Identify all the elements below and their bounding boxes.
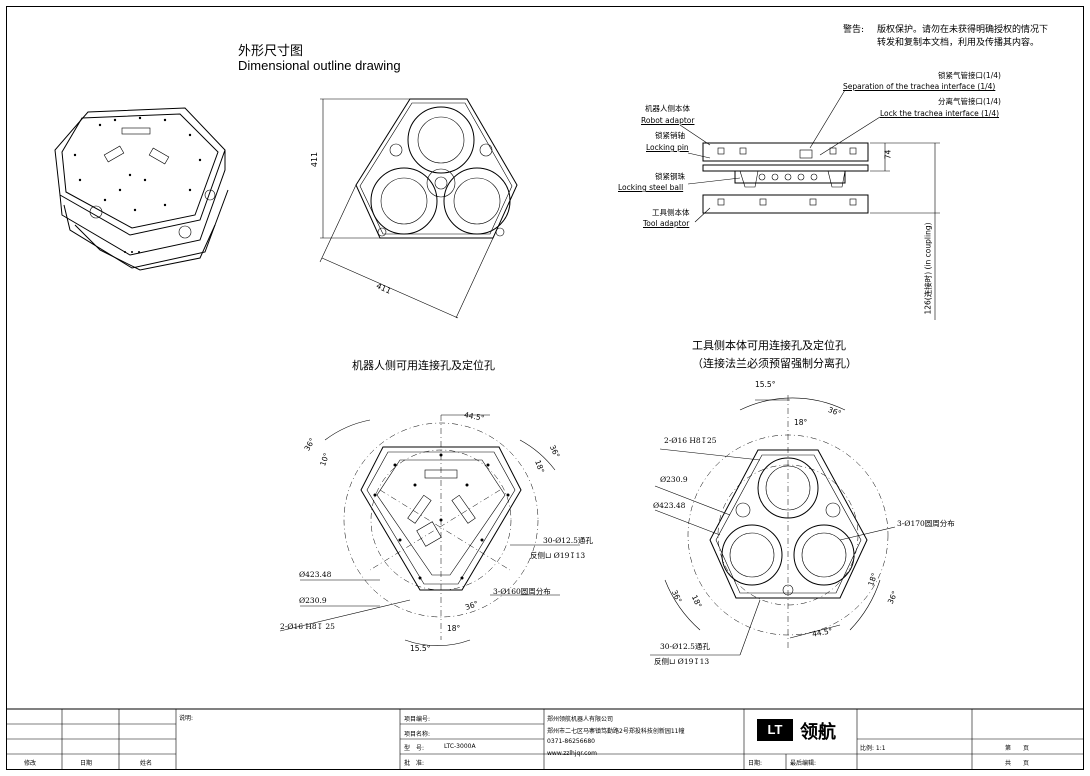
title-block-grid (6, 708, 1084, 770)
model-label: 型 号: (404, 745, 425, 752)
dim-coupling: 126(连接时) (in coupling) (923, 222, 933, 315)
company-phone: 0371-86256680 (547, 738, 595, 745)
robot-angle-15: 15.5° (410, 644, 431, 653)
total-label: 共 页 (1005, 760, 1030, 767)
robot-d423: Ø423.48 (299, 570, 332, 579)
outline-title-en: Dimensional outline drawing (238, 58, 401, 73)
col-name: 姓名 (140, 760, 153, 767)
dim-74: 74 (883, 149, 893, 160)
tool-view-title-1: 工具侧本体可用连接孔及定位孔 (692, 339, 846, 352)
company-name: 郑州领航机器人有限公司 (547, 716, 614, 723)
isometric-view (54, 107, 229, 271)
tool-adaptor-en: Tool adaptor (643, 219, 690, 228)
dim-height: 411 (310, 151, 320, 168)
tool-pins: 2-Ø16 H8↧25 (664, 436, 717, 445)
page-label: 第 页 (1005, 745, 1030, 752)
drawing-frame (6, 6, 1084, 770)
company-logo-text: 领航 (800, 722, 836, 743)
company-logo-mark: LT (757, 719, 793, 741)
project-name: 项目名称: (404, 731, 431, 738)
tool-angle-15: 15.5° (755, 380, 776, 389)
approve-label: 批 准: (404, 760, 425, 767)
tool-angle-18a: 18° (794, 418, 808, 427)
col-date: 日期 (80, 760, 93, 767)
notice-line-2: 转发和复制本文档，利用及传播其内容。 (877, 38, 1040, 48)
locking-pin-cn: 锁紧销轴 (655, 131, 685, 140)
clamp-port-cn: 锁紧气管接口(1/4) (938, 71, 1001, 80)
robot-holes-back: 反侧⊔ Ø19↧13 (530, 551, 586, 560)
steel-ball-en: Locking steel ball (618, 183, 684, 192)
notice-label: 警告: (843, 25, 865, 35)
last-edit-label: 最后编辑: (790, 760, 817, 767)
robot-pins: 2-Ø16 H8↧ 25 (280, 622, 335, 631)
tool-view-title-2: （连接法兰必须预留强制分离孔） (692, 357, 857, 370)
sep-port-cn: 分离气管接口(1/4) (938, 97, 1001, 106)
robot-adaptor-en: Robot adaptor (641, 116, 695, 125)
notes-label: 说明: (179, 715, 194, 722)
robot-d230: Ø230.9 (299, 596, 327, 605)
notice-line-1: 版权保护。请勿在未获得明确授权的情况下 (877, 25, 1049, 35)
tool-circle: 3-Ø170圆周分布 (897, 519, 955, 528)
robot-angle-18b: 18° (447, 624, 461, 633)
scale-label: 比例: 1:1 (860, 745, 886, 752)
side-view (679, 89, 940, 320)
tool-holes-30: 30-Ø12.5通孔 (660, 642, 710, 651)
col-modify: 修改 (24, 760, 37, 767)
model-value: LTC-3000A (444, 743, 476, 750)
clamp-port-en: Separation of the trachea interface (1/4… (843, 82, 996, 91)
locking-pin-en: Locking pin (646, 143, 689, 152)
robot-holes-30: 30-Ø12.5通孔 (543, 536, 593, 545)
company-address: 郑州市二七区马寨镇笃勤路2号郑投科技创新园11幢 (547, 728, 685, 735)
date-label: 日期: (748, 760, 763, 767)
robot-side-view (279, 414, 580, 646)
project-no: 项目编号: (404, 716, 431, 723)
tool-adaptor-cn: 工具侧本体 (652, 208, 690, 217)
robot-view-title: 机器人侧可用连接孔及定位孔 (352, 359, 495, 372)
steel-ball-cn: 锁紧钢珠 (655, 172, 685, 181)
outline-front-view (319, 98, 518, 319)
sep-port-en: Lock the trachea interface (1/4) (880, 109, 1000, 118)
tool-d423: Ø423.48 (653, 501, 686, 510)
outline-title-cn: 外形尺寸图 (238, 44, 304, 59)
company-website: www.zzlhjqr.com (547, 750, 597, 757)
tool-d230: Ø230.9 (660, 475, 688, 484)
tool-side-view (650, 395, 896, 656)
robot-circle: 3-Ø160圆周分布 (493, 587, 551, 596)
tool-holes-back: 反侧⊔ Ø19↧13 (654, 657, 710, 666)
robot-adaptor-cn: 机器人侧本体 (645, 104, 690, 113)
